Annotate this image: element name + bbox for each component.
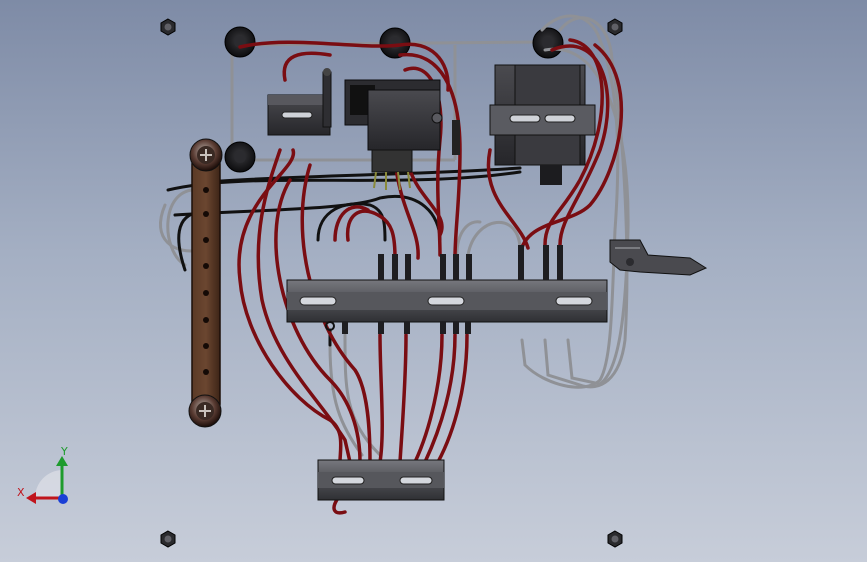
screw-head-icon xyxy=(189,138,223,172)
axis-y-label: Y xyxy=(60,445,68,458)
perforated-mounting-strip[interactable] xyxy=(188,138,223,428)
relay-module[interactable] xyxy=(344,79,460,191)
small-terminal-block[interactable] xyxy=(267,68,332,136)
red-wires xyxy=(237,38,624,515)
screw-head-icon xyxy=(188,394,222,428)
axis-x-label: X xyxy=(17,486,25,499)
alligator-clip-icon[interactable] xyxy=(609,239,708,276)
corner-nut-top-right[interactable] xyxy=(607,18,623,36)
axis-triad-icon xyxy=(26,456,68,504)
standoff-nuts[interactable] xyxy=(224,26,564,173)
corner-nut-bottom-left[interactable] xyxy=(160,530,176,548)
power-supply-module[interactable] xyxy=(489,64,596,185)
black-wires xyxy=(166,166,522,347)
din-rail-bottom[interactable] xyxy=(317,459,445,501)
din-rail-main[interactable] xyxy=(286,245,608,334)
corner-nut-bottom-right[interactable] xyxy=(607,530,623,548)
corner-nut-top-left[interactable] xyxy=(160,18,176,36)
